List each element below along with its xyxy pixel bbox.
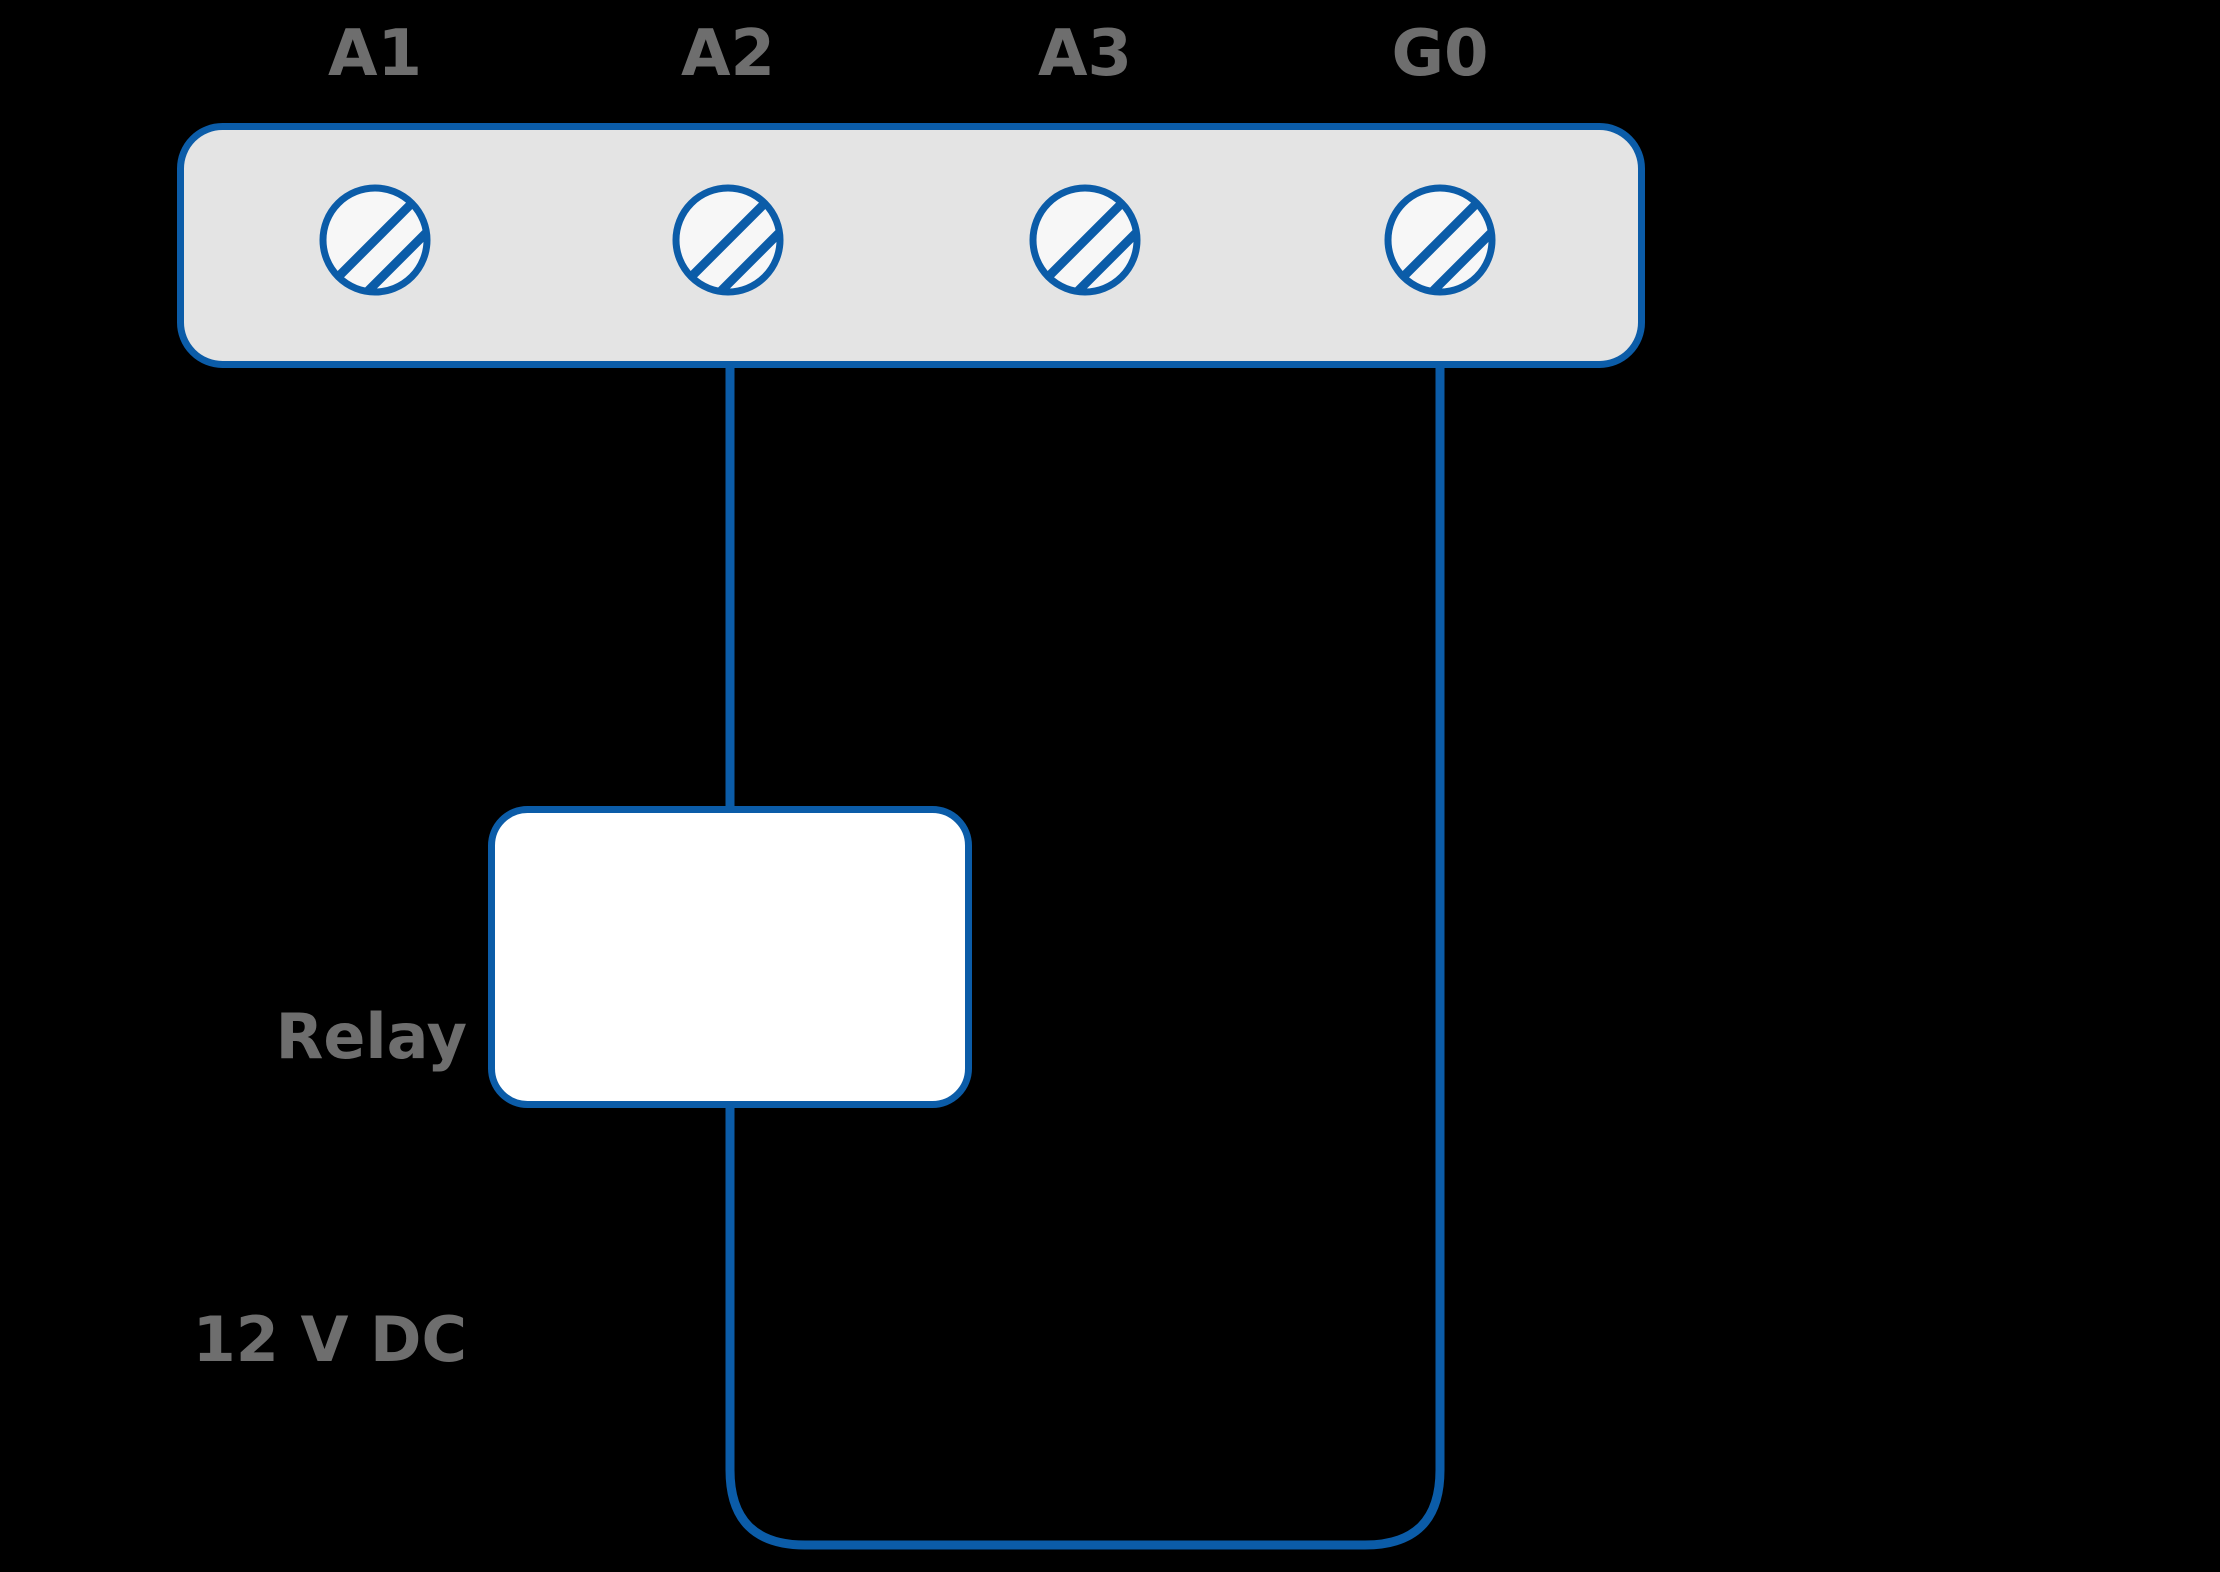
relay-box[interactable] [488, 806, 972, 1108]
terminal-screw-a1[interactable] [319, 184, 447, 306]
terminal-block-body [177, 123, 1645, 368]
wire-layer [725, 360, 1445, 1550]
terminal-label-a2: A2 [680, 17, 776, 91]
relay-caption-line-2: 12 V DC [192, 1303, 467, 1376]
terminal-label-g0: G0 [1391, 17, 1489, 91]
terminal-label-a1: A1 [327, 17, 423, 91]
relay-box-body [488, 806, 972, 1108]
relay-caption: Relay 12 V DC Max. 20 mA [192, 784, 467, 1572]
terminal-screw-a2[interactable] [672, 184, 800, 306]
wire-relay-to-g0-loop [725, 360, 1445, 1550]
terminal-label-a3: A3 [1037, 17, 1133, 91]
terminal-block[interactable] [177, 123, 1645, 368]
relay-caption-line-1: Relay [275, 1000, 467, 1073]
terminal-screw-g0[interactable] [1384, 184, 1512, 306]
terminal-screw-a3[interactable] [1029, 184, 1157, 306]
